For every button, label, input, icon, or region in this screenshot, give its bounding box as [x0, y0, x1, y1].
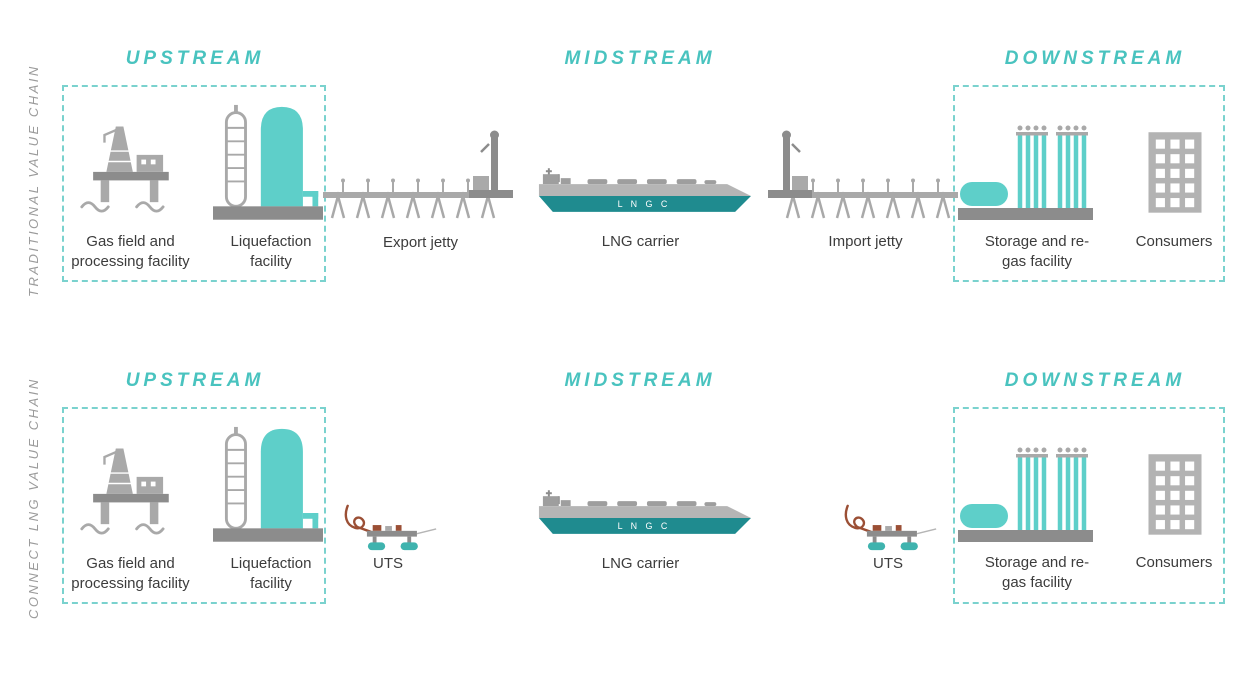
- downstream-header: DOWNSTREAM: [1004, 48, 1186, 69]
- uts-import-icon: [840, 502, 940, 552]
- connect-lng-row-side-label: CONNECT LNG VALUE CHAIN: [26, 377, 41, 619]
- consumers-building-icon: [1143, 126, 1207, 218]
- uts-export-icon: [340, 502, 440, 552]
- import-jetty-label: Import jetty: [828, 233, 903, 250]
- storage-regas-label: Storage and re- gas facility: [984, 554, 1090, 591]
- gas-field-rig-icon: [78, 444, 182, 540]
- midstream-header: MIDSTREAM: [564, 48, 716, 69]
- liquefaction-facility-icon: [213, 418, 323, 543]
- liquefaction-label: Liquefaction facility: [230, 555, 312, 592]
- downstream-header: DOWNSTREAM: [1004, 370, 1186, 391]
- upstream-header: UPSTREAM: [125, 48, 265, 69]
- storage-regas-facility-icon: [958, 120, 1093, 220]
- lng-carrier-label: LNG carrier: [601, 233, 680, 250]
- consumers-label: Consumers: [1135, 233, 1213, 250]
- gas-field-label: Gas field and processing facility: [71, 555, 190, 592]
- consumers-label: Consumers: [1135, 554, 1213, 571]
- upstream-header: UPSTREAM: [125, 370, 265, 391]
- import-jetty-icon: [768, 130, 958, 220]
- lng-carrier-label: LNG carrier: [601, 555, 680, 572]
- upstream-dashed-box: [62, 407, 326, 604]
- export-jetty-icon: [323, 130, 513, 220]
- gas-field-label: Gas field and processing facility: [71, 233, 190, 270]
- uts-import-label: UTS: [873, 555, 903, 572]
- upstream-dashed-box: [62, 85, 326, 282]
- storage-regas-label: Storage and re- gas facility: [984, 233, 1090, 270]
- traditional-value-chain-row: TRADITIONAL VALUE CHAIN UPSTREAM MIDSTRE…: [0, 0, 1240, 330]
- traditional-row-side-label: TRADITIONAL VALUE CHAIN: [26, 64, 41, 297]
- midstream-header: MIDSTREAM: [564, 370, 716, 391]
- liquefaction-label: Liquefaction facility: [230, 233, 312, 270]
- storage-regas-facility-icon: [958, 442, 1093, 542]
- downstream-dashed-box: [953, 85, 1225, 282]
- lng-carrier-ship-icon: [533, 488, 751, 546]
- liquefaction-facility-icon: [213, 96, 323, 221]
- downstream-dashed-box: [953, 407, 1225, 604]
- gas-field-rig-icon: [78, 122, 182, 218]
- lng-carrier-ship-icon: [533, 166, 751, 224]
- consumers-building-icon: [1143, 448, 1207, 540]
- connect-lng-value-chain-row: CONNECT LNG VALUE CHAIN UPSTREAM MIDSTRE…: [0, 322, 1240, 652]
- uts-export-label: UTS: [373, 555, 403, 572]
- export-jetty-label: Export jetty: [382, 234, 459, 251]
